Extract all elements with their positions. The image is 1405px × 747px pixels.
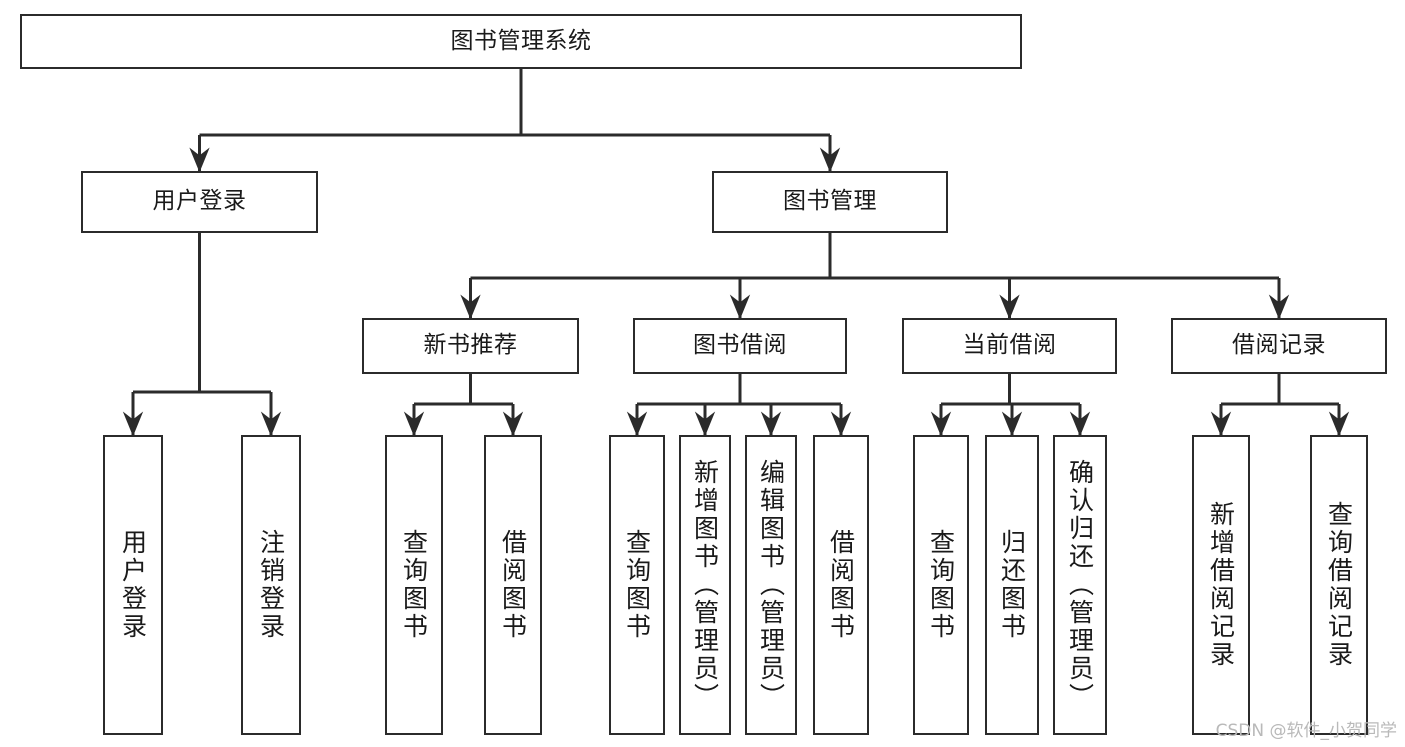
node-label: 用户登录 [118,529,148,641]
node-leaf_query_rec[interactable]: 查询借阅记录 [1310,435,1368,735]
node-new_book_rec[interactable]: 新书推荐 [362,318,579,374]
node-label: 注销登录 [256,529,286,641]
node-leaf_q_book_2[interactable]: 查询图书 [609,435,665,735]
arrowhead-icon [1069,411,1091,437]
node-leaf_borrow_1[interactable]: 借阅图书 [484,435,542,735]
arrowhead-icon [260,411,282,437]
node-label: 借阅图书 [826,529,856,641]
node-book_borrow[interactable]: 图书借阅 [633,318,847,374]
node-leaf_edit_book[interactable]: 编辑图书（管理员） [745,435,797,735]
arrowhead-icon [626,411,648,437]
arrowhead-icon [122,411,144,437]
node-label: 查询借阅记录 [1324,501,1354,669]
node-label: 借阅记录 [1232,332,1326,359]
node-label: 编辑图书（管理员） [756,459,786,711]
arrowhead-icon [1001,411,1023,437]
node-leaf_return[interactable]: 归还图书 [985,435,1039,735]
node-current_borrow[interactable]: 当前借阅 [902,318,1117,374]
arrowhead-icon [999,294,1020,320]
node-leaf_add_rec[interactable]: 新增借阅记录 [1192,435,1250,735]
node-leaf_logout[interactable]: 注销登录 [241,435,301,735]
arrowhead-icon [189,147,210,173]
node-label: 新增图书（管理员） [690,459,720,711]
node-leaf_borrow_2[interactable]: 借阅图书 [813,435,869,735]
node-leaf_confirm[interactable]: 确认归还（管理员） [1053,435,1107,735]
node-label: 查询图书 [926,529,956,641]
node-label: 图书管理系统 [450,27,592,54]
node-label: 当前借阅 [962,332,1057,359]
node-leaf_add_book[interactable]: 新增图书（管理员） [679,435,731,735]
arrowhead-icon [729,294,751,320]
arrowhead-icon [830,411,852,437]
node-label: 查询图书 [399,529,429,641]
node-root[interactable]: 图书管理系统 [20,14,1022,69]
arrowhead-icon [819,147,841,173]
arrowhead-icon [1268,294,1290,320]
node-leaf_q_book_1[interactable]: 查询图书 [385,435,443,735]
node-label: 新增借阅记录 [1206,501,1236,669]
arrowhead-icon [694,411,716,437]
node-label: 归还图书 [997,529,1027,641]
arrowhead-icon [1328,411,1350,437]
arrowhead-icon [460,294,481,320]
arrowhead-icon [502,411,524,437]
arrowhead-icon [930,411,952,437]
node-leaf_q_book_3[interactable]: 查询图书 [913,435,969,735]
node-leaf_user_login[interactable]: 用户登录 [103,435,163,735]
node-label: 借阅图书 [498,529,528,641]
node-label: 确认归还（管理员） [1065,459,1095,711]
arrowhead-icon [1210,411,1232,437]
node-user_login[interactable]: 用户登录 [81,171,318,233]
node-label: 用户登录 [152,188,247,215]
arrowhead-icon [403,411,425,437]
arrowhead-icon [760,411,782,437]
node-label: 图书借阅 [693,332,787,359]
node-borrow_record[interactable]: 借阅记录 [1171,318,1387,374]
node-label: 新书推荐 [423,332,518,359]
node-label: 图书管理 [783,188,877,215]
node-book_manage[interactable]: 图书管理 [712,171,948,233]
node-label: 查询图书 [622,529,652,641]
